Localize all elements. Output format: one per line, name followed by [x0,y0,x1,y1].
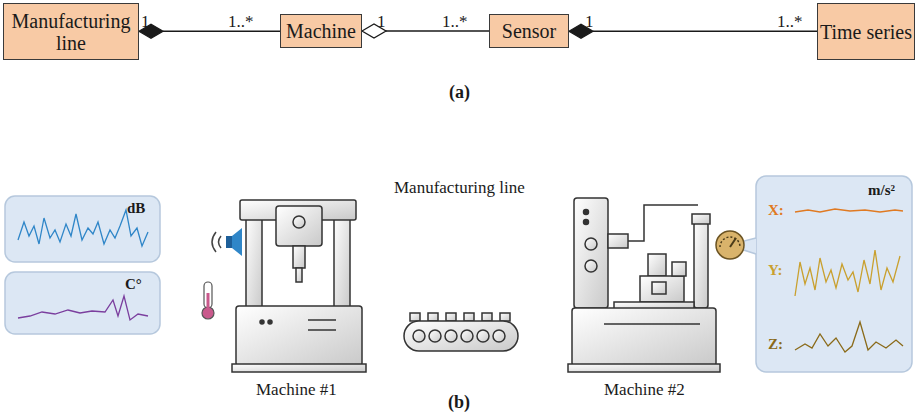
class-box: Manufacturing line [3,3,139,60]
class-name: Sensor [502,20,556,42]
multiplicity-label: 1..* [777,12,803,32]
unit-label: Z: [768,336,783,353]
machine-2 [568,198,720,372]
unit-label: m/s² [868,182,895,199]
multiplicity-label: 1 [141,12,150,32]
unit-label: X: [768,202,784,219]
gauge-icon [716,231,744,259]
panel-label: (a) [449,82,470,103]
class-box: Machine [280,14,362,48]
unit-label: Y: [768,262,782,279]
class-name: Time series [820,21,912,43]
association-line [139,24,280,38]
conveyor [404,313,518,351]
unit-label: dB [127,200,145,217]
class-name: Machine [286,20,356,42]
unit-label: C° [125,276,142,293]
multiplicity-label: 1 [377,12,386,32]
class-box: Time series [817,3,915,60]
multiplicity-label: 1..* [442,12,468,32]
class-name: Manufacturing line [4,10,138,54]
class-box: Sensor [489,14,569,48]
chart-bubble: C° [5,272,160,334]
multiplicity-label: 1 [585,12,594,32]
chart-bubble: m/s² X: Y: Z: [756,176,912,372]
caption-label: Machine #2 [604,380,685,400]
speaker-icon [212,228,242,256]
caption-label: Machine #1 [256,380,337,400]
thermometer-icon [202,282,214,319]
caption-label: Manufacturing line [394,178,525,198]
multiplicity-label: 1..* [228,12,254,32]
machine-1 [232,200,366,372]
panel-label: (b) [448,392,470,413]
